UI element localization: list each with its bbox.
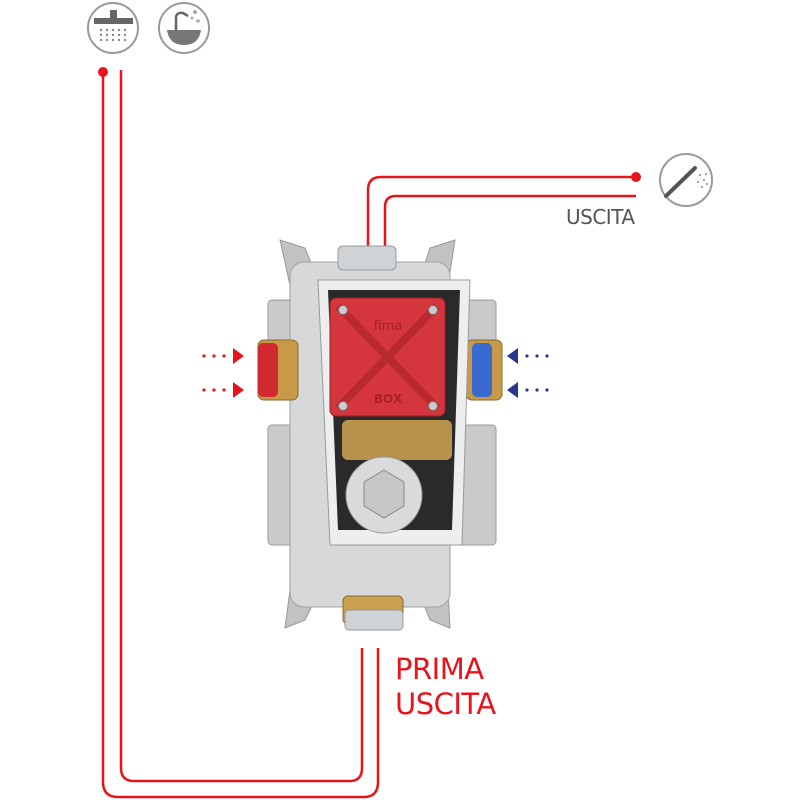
brand-logo: fima	[374, 319, 403, 334]
pipe-inner-top	[383, 194, 636, 248]
box-logo: BOX	[374, 392, 403, 406]
pipe-outer-top	[366, 175, 636, 248]
overhead-shower-icon	[87, 2, 139, 54]
first-outlet-label: PRIMA USCITA	[395, 652, 496, 722]
cold-water-inlet-arrows	[507, 348, 549, 398]
secondary-outlet-label: USCITA	[566, 205, 635, 229]
pipe-endpoint-dot	[631, 172, 641, 182]
first-outlet-label-line2: USCITA	[395, 687, 496, 721]
valve-box: fima BOX	[257, 239, 503, 631]
pipe-outer-left	[101, 72, 380, 799]
pipes	[101, 70, 636, 799]
hot-water-inlet-arrows	[202, 348, 244, 398]
pipe-inner-left	[119, 70, 364, 783]
pipe-endpoint-dot	[98, 67, 108, 77]
first-outlet-label-line1: PRIMA	[395, 652, 484, 686]
hand-shower-icon	[659, 153, 713, 207]
bathtub-icon	[158, 2, 210, 54]
